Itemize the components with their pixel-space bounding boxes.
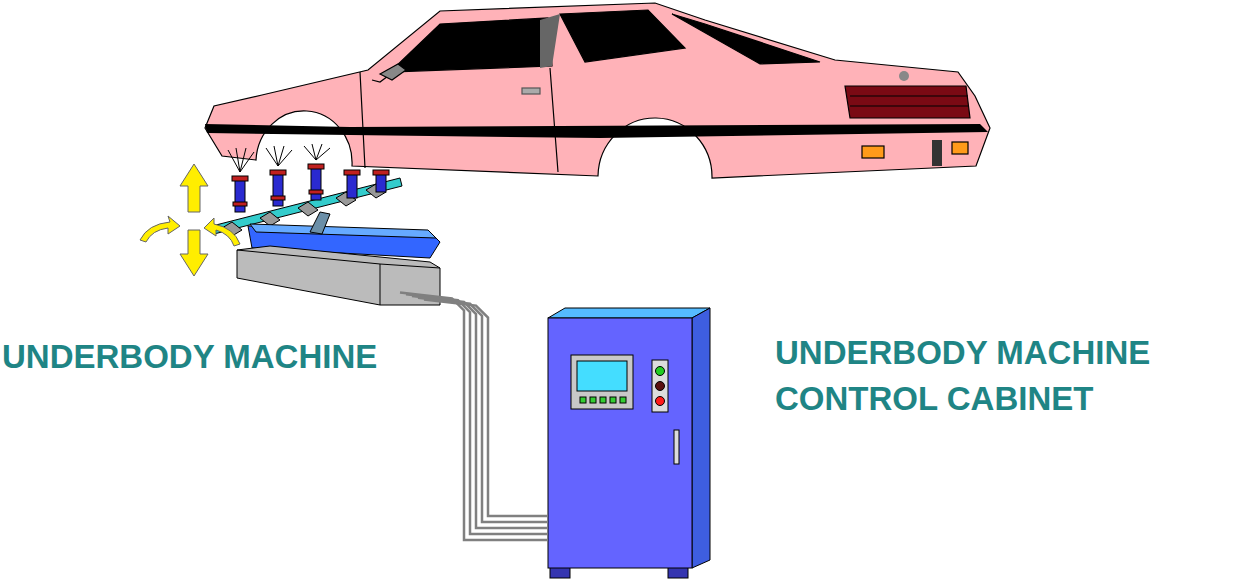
- car-body: [205, 3, 990, 178]
- cable: [400, 292, 548, 540]
- part-label: UNDERBODY MACHINE CONTROL CABINET: [775, 330, 1225, 422]
- cable: [424, 300, 548, 516]
- spray-jets: [228, 144, 330, 172]
- cable: [418, 298, 548, 522]
- underbody-machine: [212, 164, 440, 305]
- machine-node: UNDERBODY MACHINE: [237, 250, 442, 306]
- cable: [406, 294, 548, 534]
- control-cabinet: [548, 308, 710, 578]
- cable-bundle: [400, 292, 548, 540]
- part-label: UNDERBODY MACHINE: [2, 334, 452, 380]
- motion-arrows: [140, 164, 240, 276]
- cable: [412, 296, 548, 528]
- cabinet-node: UNDERBODY MACHINE CONTROL CABINET: [548, 318, 692, 568]
